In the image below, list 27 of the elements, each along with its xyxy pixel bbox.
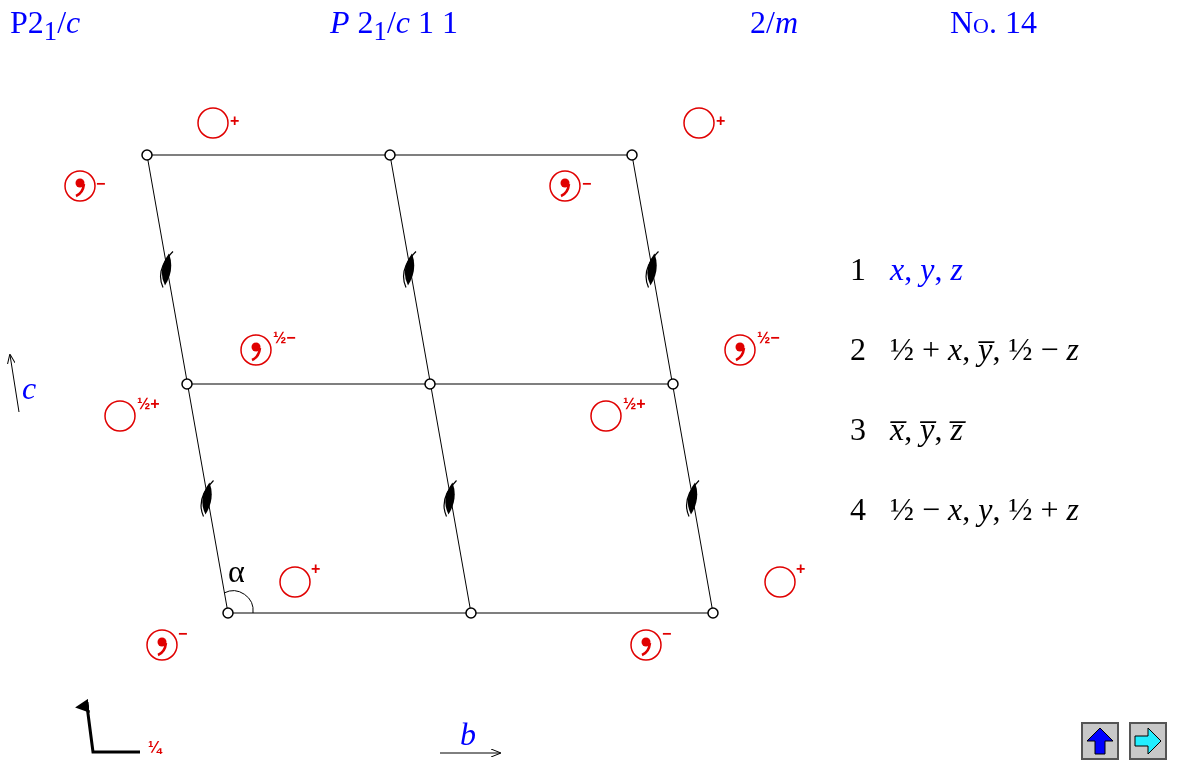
coordinate-triplet: x, y, z xyxy=(890,253,963,285)
scale-fraction: ¼ xyxy=(148,740,162,756)
height-sign: + xyxy=(311,561,321,577)
height-sign: − xyxy=(96,176,106,192)
position-number: 3 xyxy=(850,413,866,445)
axis-label: c xyxy=(22,372,37,404)
point-group-symbol: 2/m xyxy=(750,6,798,38)
height-sign: − xyxy=(662,626,672,642)
space-group-symbol: P 2$_{1}$/c 1 1 xyxy=(330,6,458,46)
axis-label: b xyxy=(460,718,476,750)
coordinate-triplet: ½ − x, y, ½ + z xyxy=(890,493,1079,525)
height-fraction: ½− xyxy=(273,330,296,346)
height-sign: − xyxy=(178,626,188,642)
position-number: 1 xyxy=(850,253,866,285)
height-sign: + xyxy=(230,113,240,129)
height-fraction: ½+ xyxy=(137,396,160,412)
position-number: 4 xyxy=(850,493,866,525)
position-number: 2 xyxy=(850,333,866,365)
coordinate-triplet: ½ + x, y̅, ½ − z xyxy=(890,333,1079,365)
height-sign: + xyxy=(796,561,806,577)
height-sign: − xyxy=(582,176,592,192)
height-fraction: ½− xyxy=(757,330,780,346)
height-sign: + xyxy=(716,113,726,129)
height-fraction: ½+ xyxy=(623,396,646,412)
angle-label: α xyxy=(228,555,245,587)
space-group-number: No. 14 xyxy=(950,6,1037,38)
space-group-symbol: P2$_{1}$/c xyxy=(10,6,81,46)
